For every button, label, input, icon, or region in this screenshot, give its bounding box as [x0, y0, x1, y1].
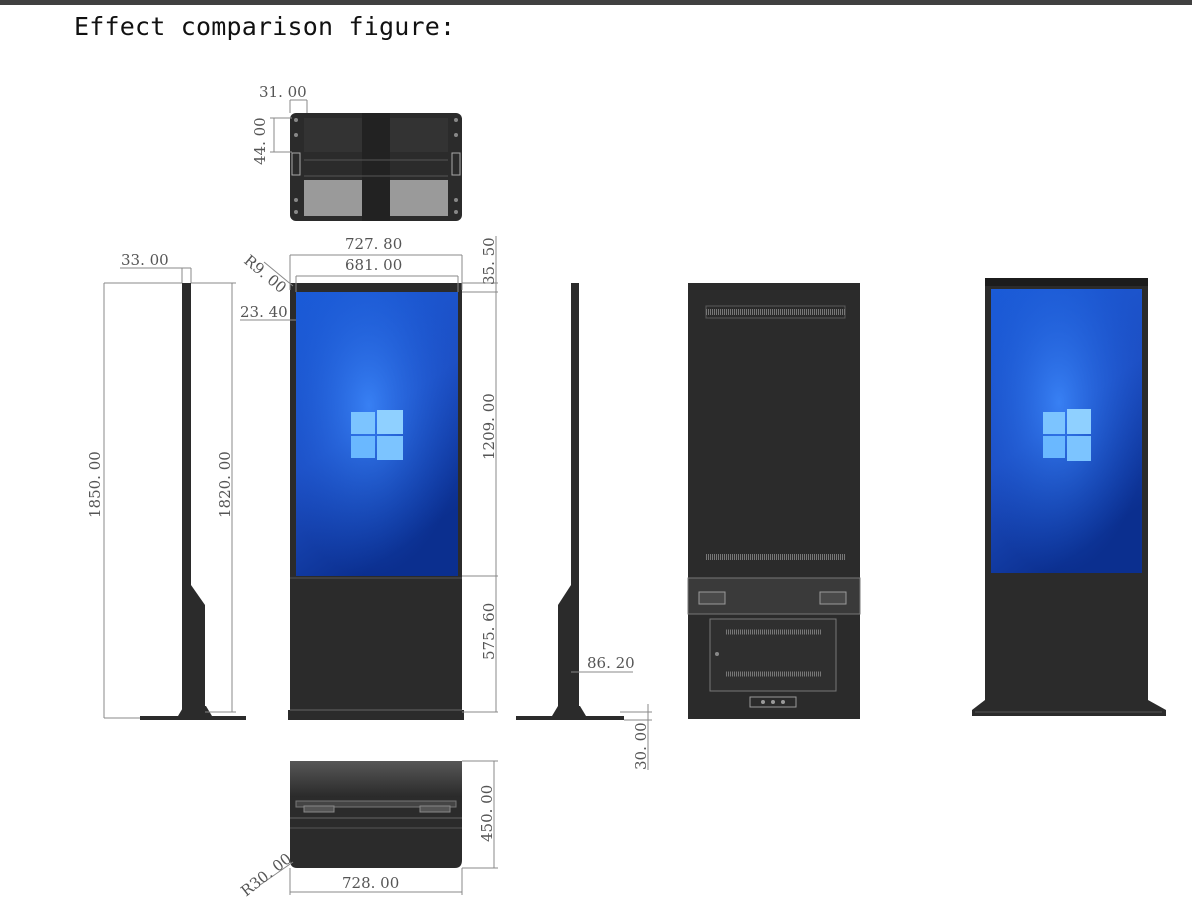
windows-logo-icon [351, 410, 403, 460]
side-view-right [516, 283, 652, 770]
dim-side-depth: 33. 00 [121, 251, 169, 269]
top-border-bar [0, 0, 1192, 5]
windows-logo-icon [1043, 409, 1091, 461]
perspective-view [972, 278, 1166, 716]
dim-top-bezel: 35. 50 [480, 237, 498, 285]
dim-top-depth-offset: 44. 00 [251, 117, 269, 165]
dim-cabinet-depth: 86. 20 [587, 654, 635, 672]
page-title: Effect comparison figure: [74, 12, 456, 41]
side-view-left [103, 267, 246, 720]
dim-base-width: 728. 00 [342, 874, 399, 892]
dim-base-depth: 450. 00 [478, 785, 496, 842]
dim-total-height: 1850. 00 [86, 451, 104, 518]
base-view [259, 760, 498, 895]
dim-top-width-offset: 31. 00 [259, 83, 307, 101]
dim-screen-height: 1209. 00 [480, 393, 498, 460]
dim-lower-cabinet-height: 575. 60 [480, 603, 498, 660]
dim-bezel-offset: 23. 40 [240, 303, 288, 321]
dim-corner-radius-top: R9. 00 [240, 251, 289, 297]
top-view [270, 99, 462, 221]
dim-overall-width: 727. 80 [345, 235, 402, 253]
dim-base-height: 30. 00 [632, 722, 650, 770]
dim-screen-width: 681. 00 [345, 256, 402, 274]
front-view [240, 236, 498, 720]
dim-corner-radius-base: R30. 00 [237, 850, 295, 900]
rear-view [687, 283, 861, 719]
dim-inner-height: 1820. 00 [216, 451, 234, 518]
